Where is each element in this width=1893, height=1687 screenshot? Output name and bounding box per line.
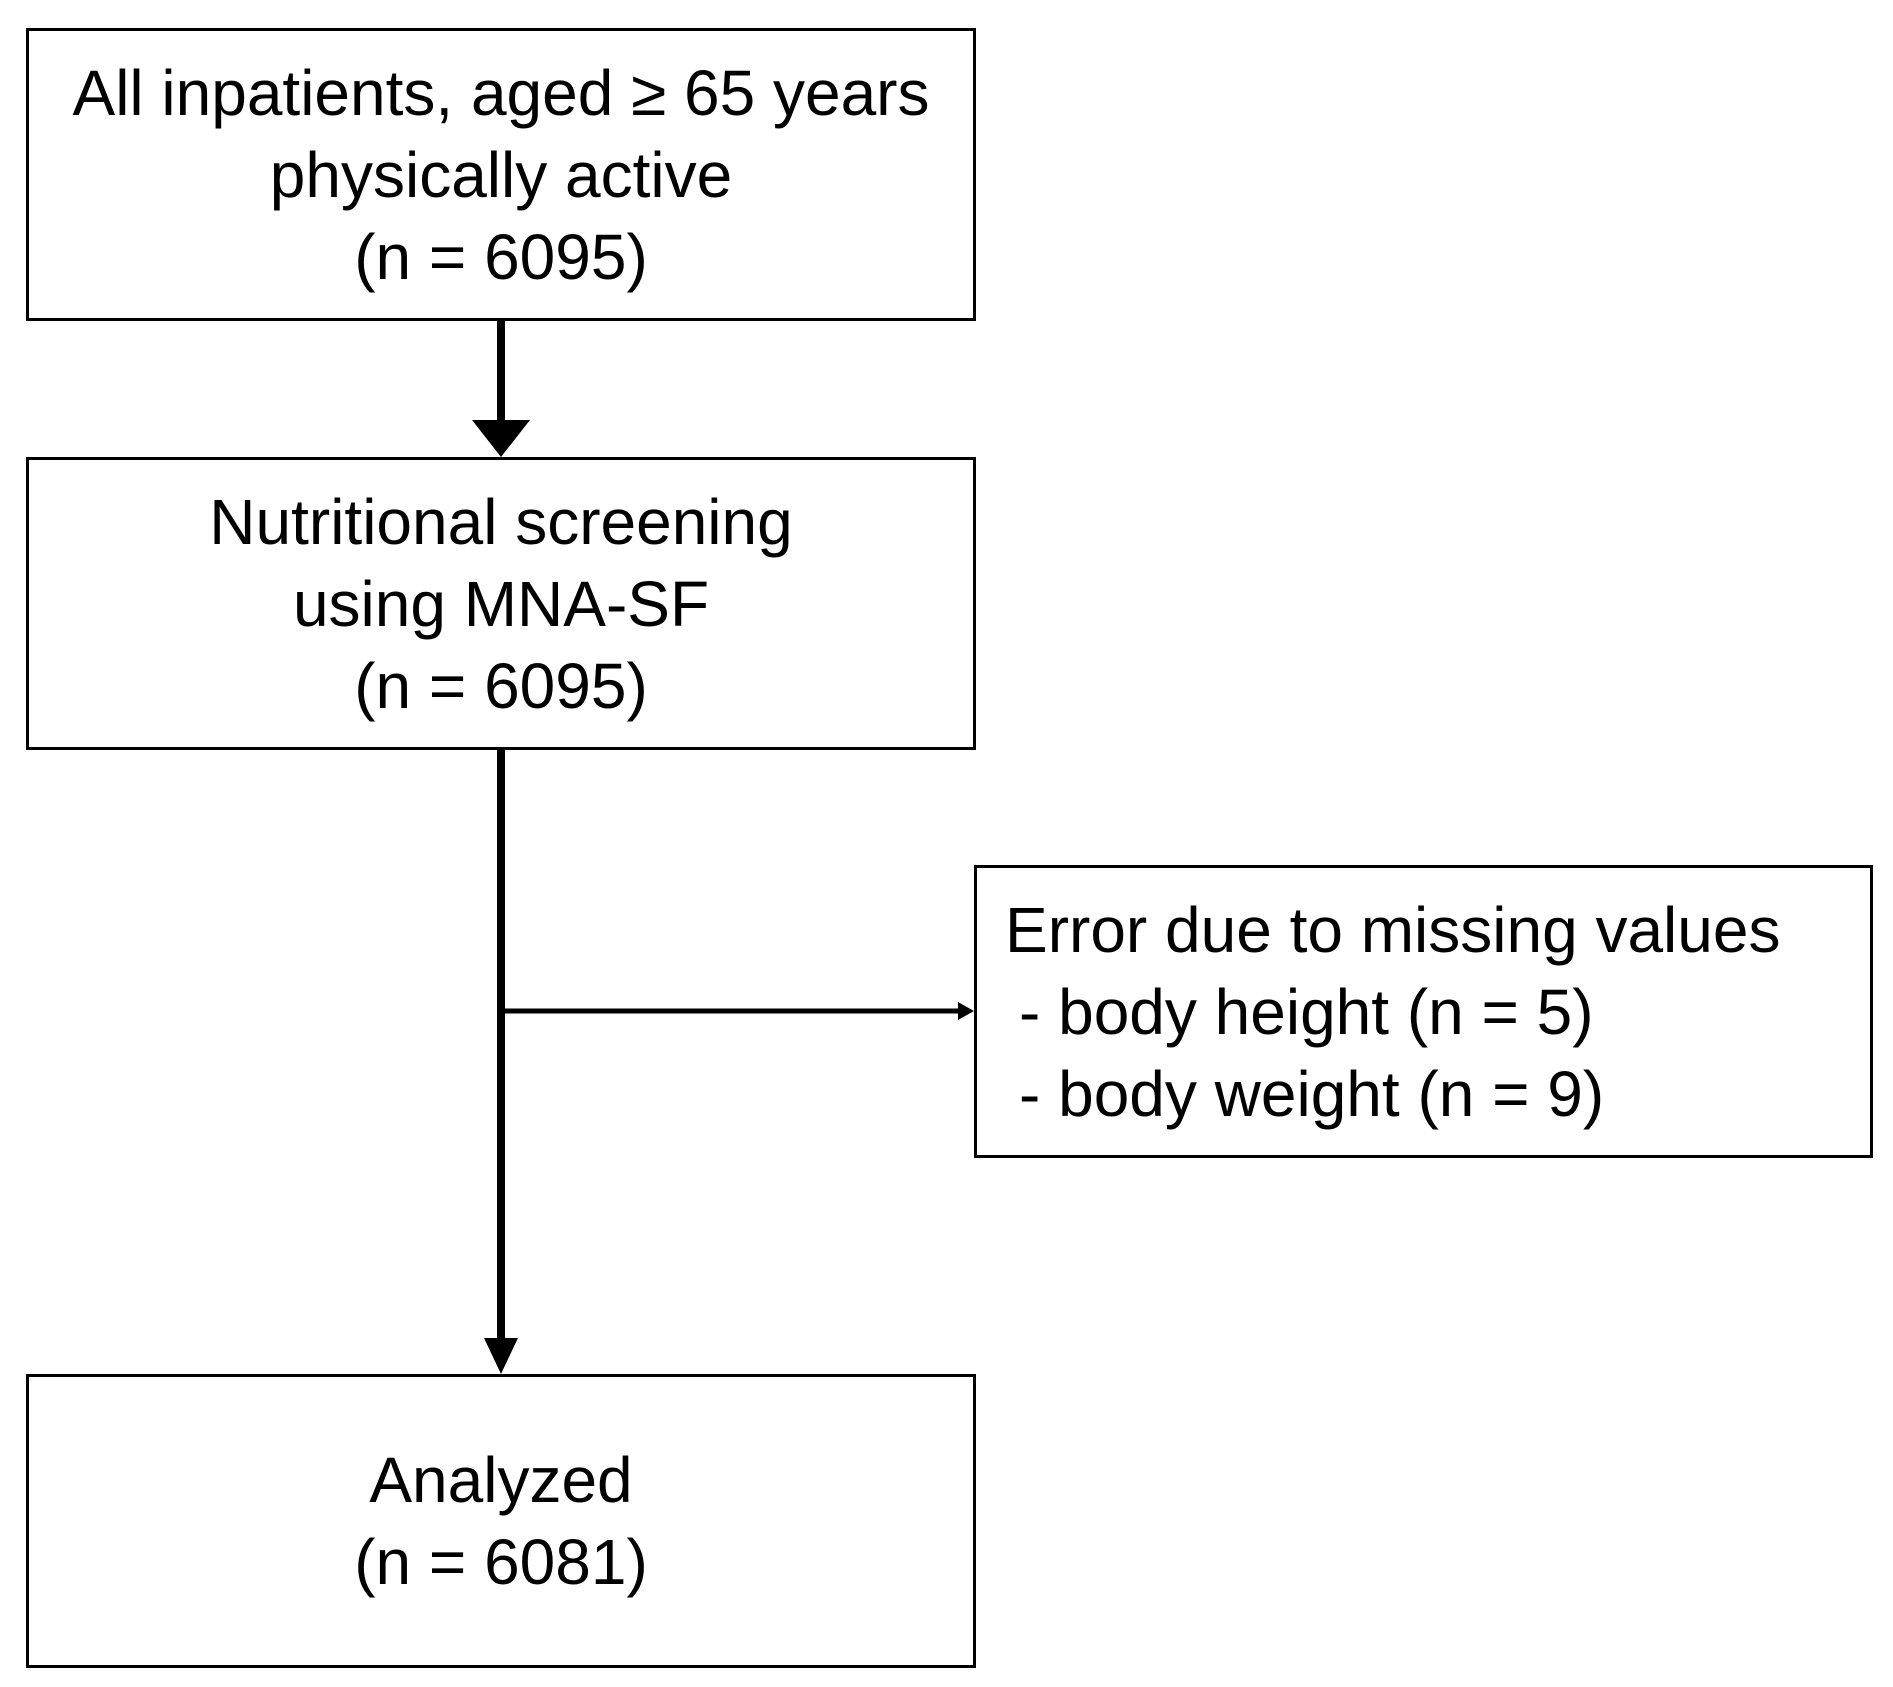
node-excluded-line-3: - body weight (n = 9) bbox=[1019, 1057, 1605, 1130]
node-start: All inpatients, aged ≥ 65 years physical… bbox=[26, 28, 976, 321]
node-start-line-1: All inpatients, aged ≥ 65 years bbox=[72, 56, 930, 129]
node-analyzed-line-2: (n = 6081) bbox=[354, 1526, 648, 1598]
arrowhead-screening-to-excluded bbox=[958, 1002, 974, 1020]
node-analyzed-line-1: Analyzed bbox=[369, 1444, 633, 1516]
arrowhead-start-to-screening bbox=[472, 420, 530, 457]
node-excluded: Error due to missing values - body heigh… bbox=[974, 865, 1873, 1158]
arrowhead-screening-to-analyzed bbox=[484, 1338, 518, 1374]
node-start-line-3: (n = 6095) bbox=[354, 220, 648, 293]
node-screening-line-3: (n = 6095) bbox=[354, 649, 648, 722]
node-analyzed: Analyzed (n = 6081) bbox=[26, 1374, 976, 1668]
node-start-line-2: physically active bbox=[269, 138, 733, 211]
node-screening-line-1: Nutritional screening bbox=[209, 485, 793, 558]
node-screening: Nutritional screening using MNA-SF (n = … bbox=[26, 457, 976, 750]
node-excluded-line-1: Error due to missing values bbox=[1005, 893, 1781, 966]
node-excluded-line-2: - body height (n = 5) bbox=[1019, 975, 1594, 1048]
node-screening-line-2: using MNA-SF bbox=[292, 567, 710, 640]
